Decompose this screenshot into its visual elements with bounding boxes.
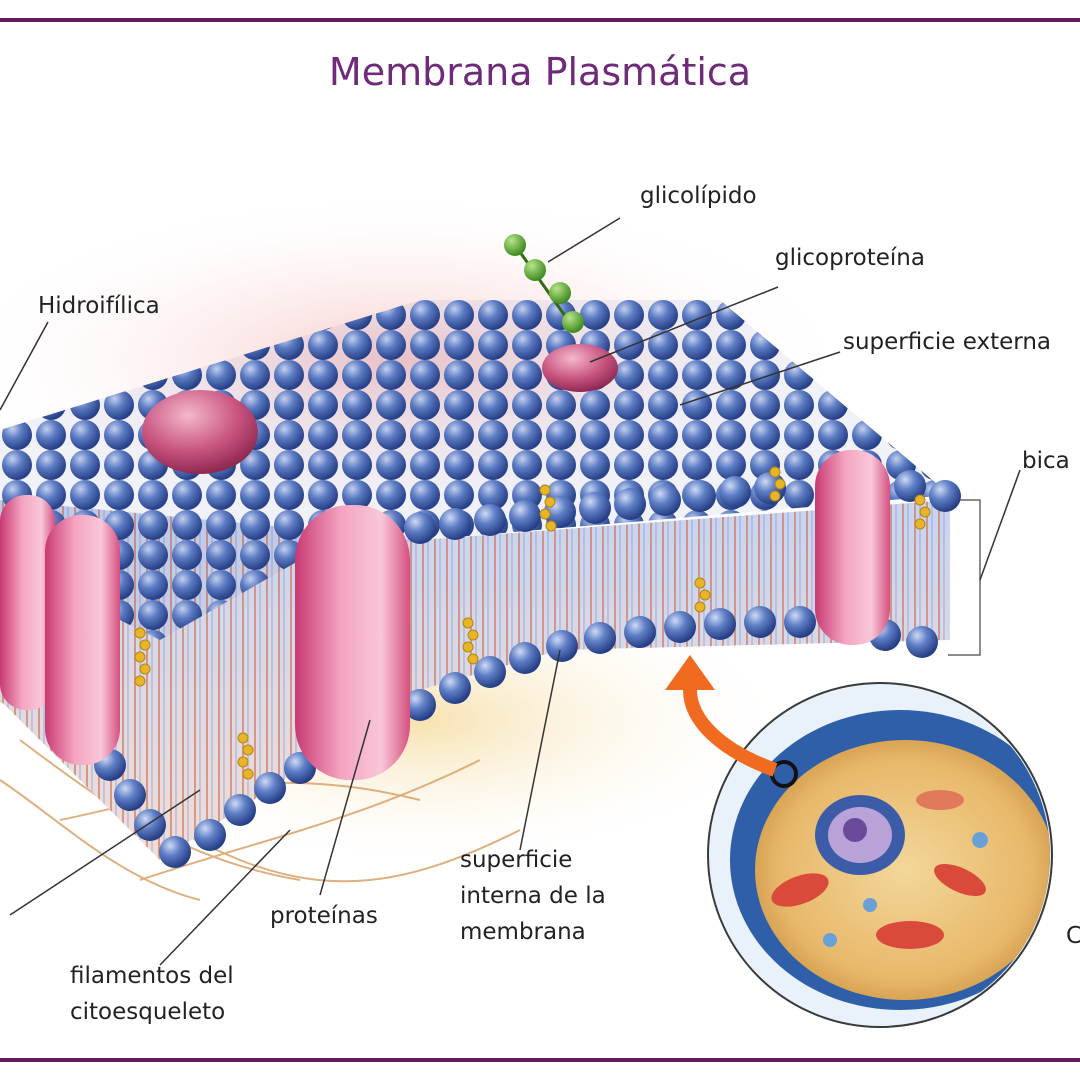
glycoprotein-icon [542,344,618,392]
label-superficie-interna: superficie interna de la membrana [460,847,606,945]
label-superficie-externa: superficie externa [843,329,1051,355]
glycolipid-chain-icon [504,234,584,333]
label-proteinas: proteínas [270,903,378,929]
protein-icon [0,450,890,780]
label-filamentos: filamentos del citoesqueleto [70,963,234,1025]
label-bicapa: bica [1022,448,1070,474]
surface-protein-icon [142,390,258,474]
cell-icon [707,682,1053,1028]
diagram-title: Membrana Plasmática [328,50,752,94]
leader-lines [0,217,1021,966]
bilayer-bracket [948,499,981,656]
label-glicoproteina: glicoproteína [775,245,925,271]
label-celula: C [1066,923,1080,949]
arrow-icon [665,655,778,777]
top-edge-heads [404,470,961,544]
label-hidroifilica: Hidroifílica [38,293,160,319]
cholesterol-icon [134,466,931,780]
label-glicolipido: glicolípido [640,183,757,209]
outer-surface-heads [0,300,950,640]
top-border [0,18,1080,22]
bottom-border [0,1058,1080,1062]
